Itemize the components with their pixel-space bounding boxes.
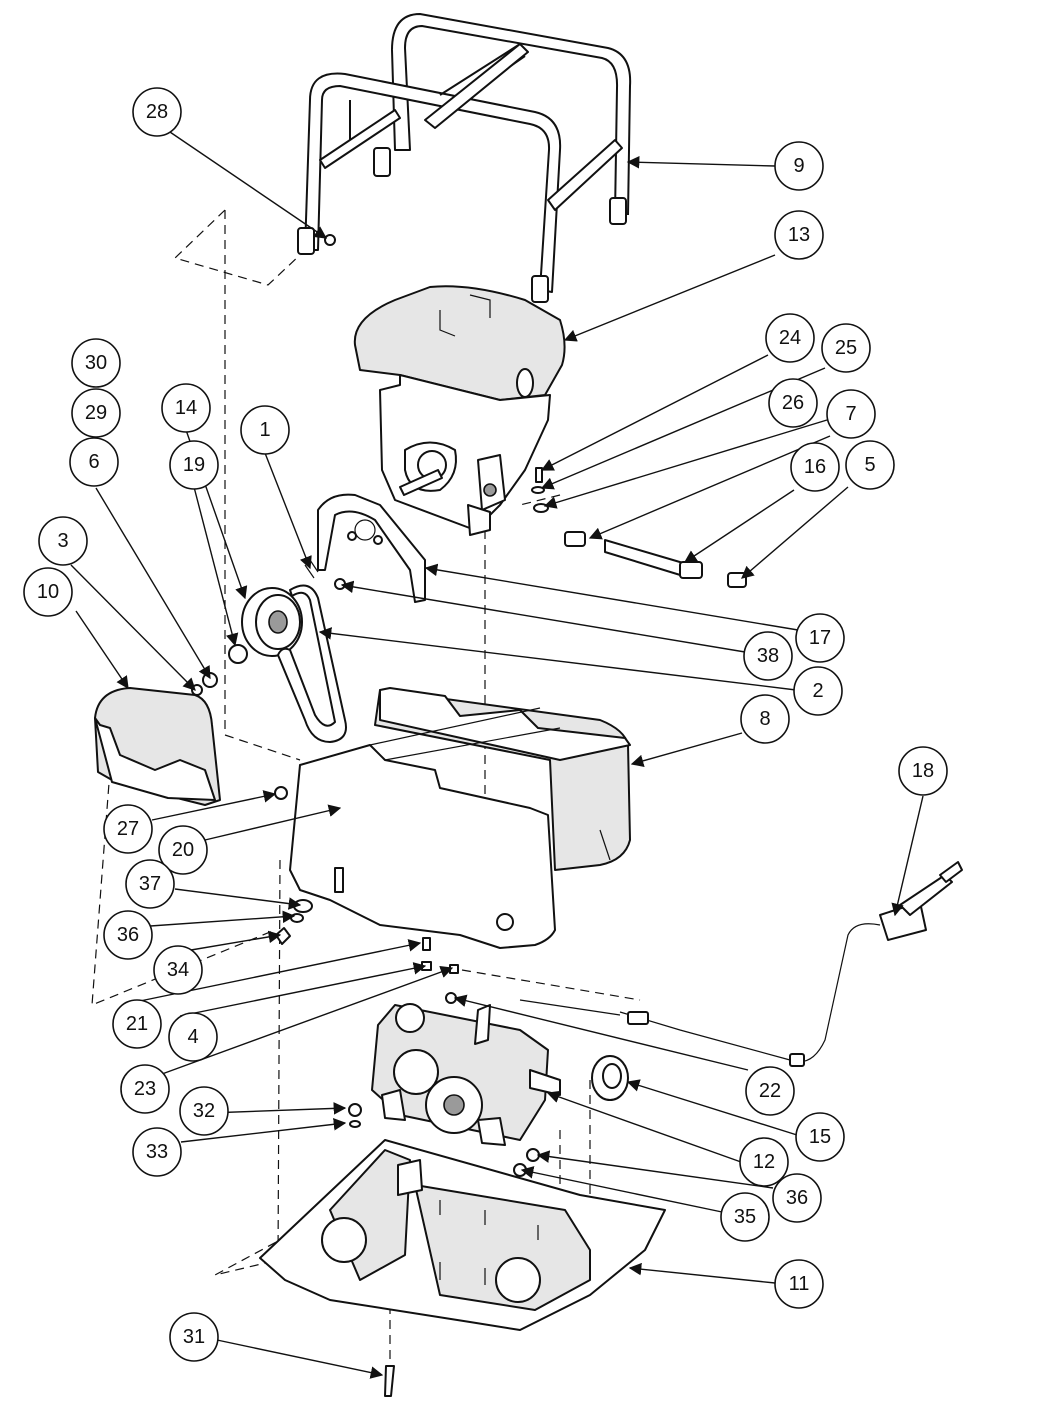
svg-text:32: 32 [193,1100,215,1122]
callout-bubble-7: 7 [826,389,876,439]
callout-bubble-22: 22 [745,1066,795,1116]
callout-bubble-37: 37 [125,859,175,909]
svg-text:18: 18 [912,760,934,782]
belt-cover [94,687,221,806]
callout-bubble-32: 32 [179,1086,229,1136]
v-belt [277,584,347,743]
svg-text:35: 35 [734,1206,756,1228]
callout-leaders [70,129,924,1379]
base-plate [259,1139,666,1331]
svg-text:38: 38 [757,645,779,667]
callout-bubble-31: 31 [169,1312,219,1362]
callout-bubble-25: 25 [821,323,871,373]
svg-text:21: 21 [126,1013,148,1035]
svg-text:25: 25 [835,337,857,359]
svg-text:10: 10 [37,581,59,603]
callout-bubble-5: 5 [845,440,895,490]
callout-bubble-18: 18 [898,746,948,796]
svg-text:2: 2 [812,680,823,702]
svg-text:34: 34 [167,959,189,981]
callout-bubble-21: 21 [112,999,162,1049]
svg-text:29: 29 [85,402,107,424]
svg-text:7: 7 [845,403,856,425]
callout-bubble-13: 13 [774,210,824,260]
svg-text:23: 23 [134,1078,156,1100]
svg-text:13: 13 [788,224,810,246]
svg-text:17: 17 [809,627,831,649]
callout-bubble-12: 12 [739,1137,789,1187]
svg-text:31: 31 [183,1326,205,1348]
callout-bubble-9: 9 [774,141,824,191]
svg-text:24: 24 [779,327,801,349]
callout-bubble-38: 38 [743,631,793,681]
callout-bubble-35: 35 [720,1192,770,1242]
svg-text:6: 6 [88,451,99,473]
callout-bubble-2: 2 [793,666,843,716]
svg-text:1: 1 [259,419,270,441]
callout-bubble-24: 24 [765,313,815,363]
svg-text:16: 16 [804,456,826,478]
svg-text:26: 26 [782,392,804,414]
callout-bubble-6: 6 [69,437,119,487]
callout-bubble-14: 14 [161,383,211,433]
svg-text:33: 33 [146,1141,168,1163]
svg-text:3: 3 [57,530,68,552]
throttle-cable [519,861,963,1067]
callout-bubble-34: 34 [153,945,203,995]
callout-bubble-29: 29 [71,388,121,438]
callout-bubble-26: 26 [768,378,818,428]
svg-text:30: 30 [85,352,107,374]
svg-text:5: 5 [864,454,875,476]
svg-text:19: 19 [183,454,205,476]
svg-text:37: 37 [139,873,161,895]
svg-text:27: 27 [117,818,139,840]
svg-text:4: 4 [187,1026,198,1048]
exciter-unit [371,1003,561,1146]
callout-bubble-3: 3 [38,516,88,566]
svg-text:15: 15 [809,1126,831,1148]
svg-text:36: 36 [117,924,139,946]
clutch-pulley [241,587,303,657]
svg-text:8: 8 [759,708,770,730]
svg-text:14: 14 [175,397,197,419]
callout-bubble-19: 19 [169,440,219,490]
belt-guard [317,493,426,603]
svg-text:11: 11 [789,1273,810,1295]
svg-text:36: 36 [786,1187,808,1209]
callout-bubble-10: 10 [23,567,73,617]
svg-text:28: 28 [146,101,168,123]
callout-bubble-28: 28 [132,87,182,137]
callout-bubble-8: 8 [740,694,790,744]
callout-bubble-36-lower: 36 [772,1173,822,1223]
svg-text:20: 20 [172,839,194,861]
callout-bubble-15: 15 [795,1112,845,1162]
callout-bubble-33: 33 [132,1127,182,1177]
handle-frame [297,13,632,303]
svg-text:22: 22 [759,1080,781,1102]
shock-mount [591,1055,629,1101]
callout-bubble-27: 27 [103,804,153,854]
callout-bubble-1: 1 [240,405,290,455]
svg-text:12: 12 [753,1151,775,1173]
callout-bubble-11: 11 [774,1259,824,1309]
engine [353,285,566,536]
callout-bubble-4: 4 [168,1012,218,1062]
base-frame [289,687,631,949]
callout-bubble-16: 16 [790,442,840,492]
svg-text:9: 9 [793,155,804,177]
callout-bubble-17: 17 [795,613,845,663]
callout-bubble-36-upper: 36 [103,910,153,960]
callout-bubble-23: 23 [120,1064,170,1114]
callout-bubble-30: 30 [71,338,121,388]
callout-bubble-20: 20 [158,825,208,875]
